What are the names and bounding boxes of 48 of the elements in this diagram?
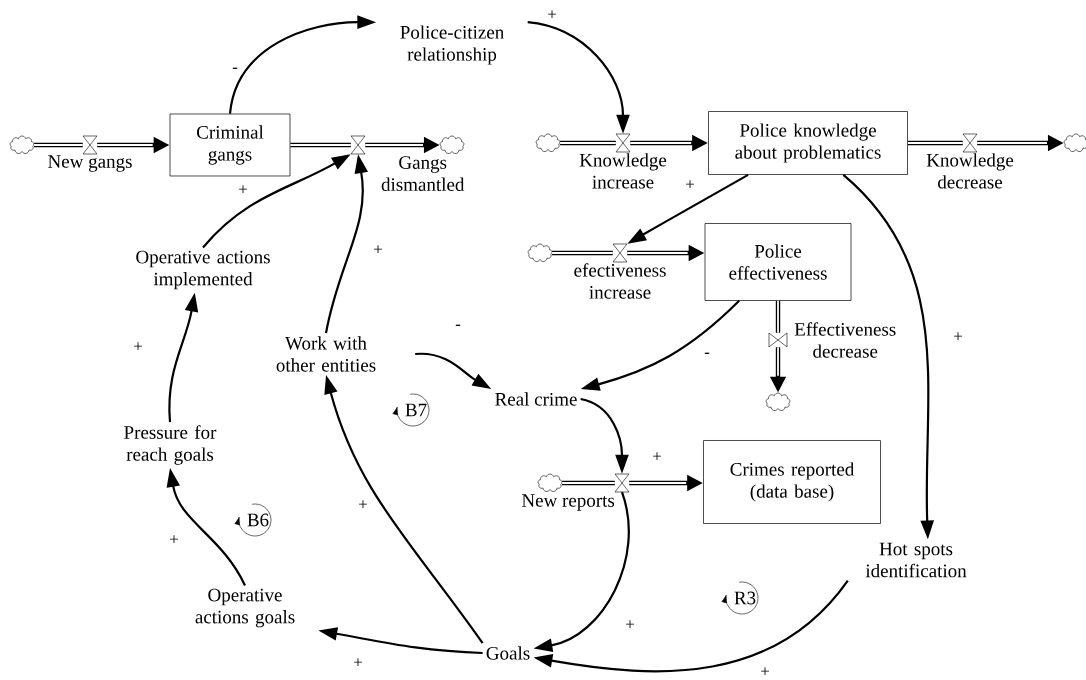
polarity-sign: + xyxy=(546,9,558,21)
variable-label: Police-citizen relationship xyxy=(400,25,504,65)
cloud xyxy=(1063,133,1086,152)
polarity-sign: - xyxy=(454,323,462,331)
cloud xyxy=(527,243,553,262)
polarity-sign: + xyxy=(352,657,364,669)
variable-label: Work with other entities xyxy=(276,336,376,372)
stock-box: Police effectiveness xyxy=(704,223,852,301)
valve-label: New reports xyxy=(521,494,615,511)
cloud xyxy=(439,135,465,154)
polarity-sign: + xyxy=(372,244,384,256)
variable-label: Hot spots identification xyxy=(865,542,967,578)
polarity-sign: + xyxy=(237,184,249,196)
polarity-sign: + xyxy=(624,619,636,631)
variable-label: Operative actions implemented xyxy=(136,250,270,290)
polarity-sign: + xyxy=(132,341,144,353)
polarity-sign: + xyxy=(651,451,663,463)
cloud xyxy=(9,135,35,154)
valve-label: Knowledge decrease xyxy=(926,153,1014,189)
polarity-sign: + xyxy=(684,179,696,191)
flow-pipe xyxy=(559,140,617,146)
flow-pipe xyxy=(775,299,781,334)
stock-box: Crimes reported (data base) xyxy=(703,440,881,524)
stock-box: Police knowledge about problematics xyxy=(708,111,908,175)
valve-label: efectiveness increase xyxy=(574,263,666,299)
polarity-sign: + xyxy=(952,331,964,343)
valve-label: Effectiveness decrease xyxy=(794,322,896,358)
stock-box: Criminal gangs xyxy=(169,113,291,177)
cloud xyxy=(765,392,791,411)
polarity-sign: - xyxy=(703,351,711,359)
flow-pipe xyxy=(906,140,964,146)
variable-label: Operative actions goals xyxy=(195,588,295,628)
variable-label: Pressure for reach goals xyxy=(124,425,217,465)
polarity-sign: + xyxy=(759,666,771,678)
valve-label: Knowledge increase xyxy=(579,153,667,189)
cloud xyxy=(535,133,561,152)
polarity-sign: + xyxy=(357,499,369,511)
valve-label: Gangs dismantled xyxy=(381,156,465,191)
variable-label: Real crime xyxy=(495,392,577,406)
flow-pipe xyxy=(561,480,616,486)
polarity-sign: + xyxy=(168,534,180,546)
flow-pipe xyxy=(33,142,84,148)
valve-label: New gangs xyxy=(48,155,132,172)
variable-label: Goals xyxy=(486,646,530,660)
flow-pipe xyxy=(551,250,614,256)
polarity-sign: - xyxy=(231,66,239,74)
flow-pipe xyxy=(289,142,352,148)
cloud xyxy=(537,473,563,492)
